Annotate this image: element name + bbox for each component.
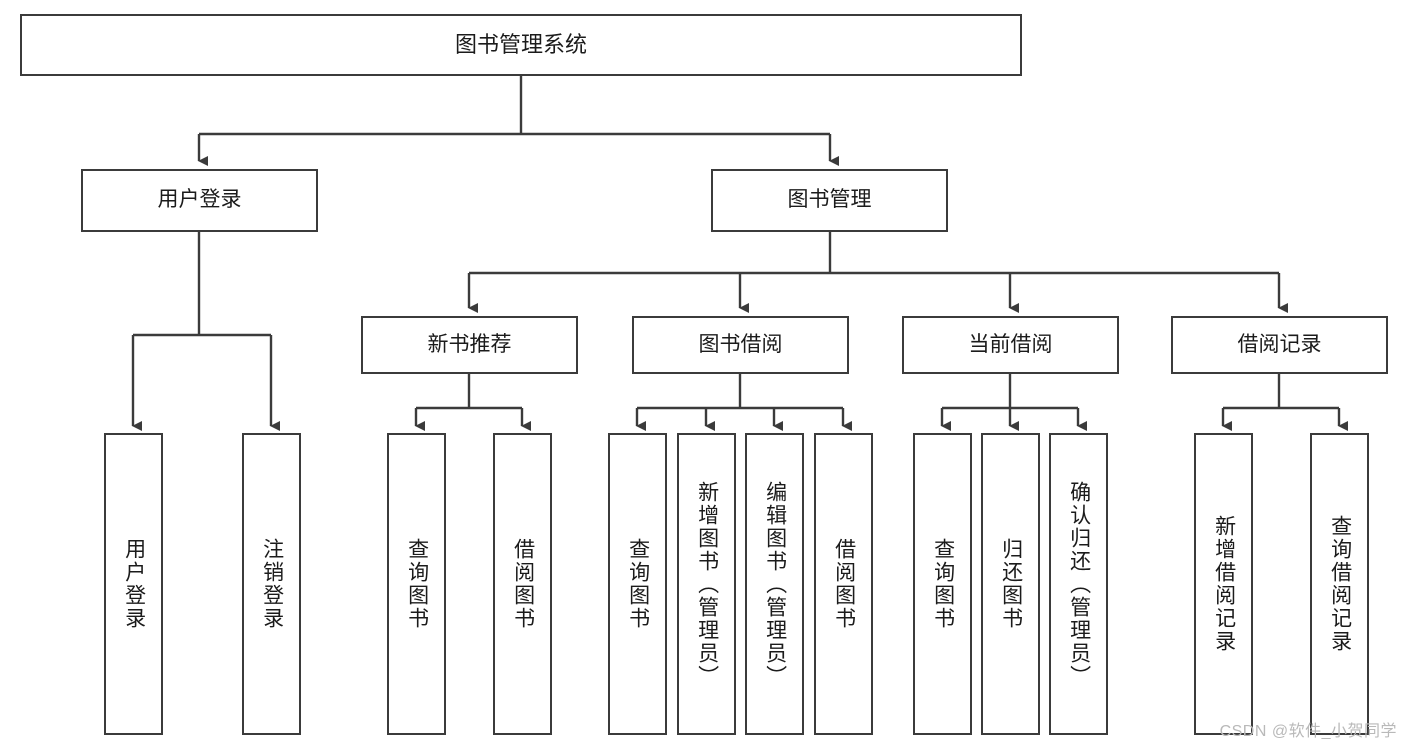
node-leaf-add-book[interactable]: 新增图书（管理员）: [677, 433, 736, 735]
node-leaf-add-record-label: 新增借阅记录: [1212, 515, 1236, 653]
node-leaf-add-record[interactable]: 新增借阅记录: [1194, 433, 1253, 735]
node-borrow-record-label: 借阅记录: [1237, 332, 1322, 356]
node-leaf-query-book-2[interactable]: 查询图书: [608, 433, 667, 735]
node-book-manage-label: 图书管理: [787, 188, 872, 212]
node-leaf-edit-book-label: 编辑图书（管理员）: [763, 480, 787, 688]
node-user-login[interactable]: 用户登录: [81, 169, 318, 232]
node-leaf-borrow-book-1[interactable]: 借阅图书: [493, 433, 552, 735]
node-leaf-user-login-label: 用户登录: [122, 538, 146, 630]
node-leaf-borrow-book-2-label: 借阅图书: [832, 538, 856, 630]
node-root[interactable]: 图书管理系统: [20, 14, 1022, 76]
node-borrow-record[interactable]: 借阅记录: [1171, 316, 1388, 374]
node-leaf-query-book-3-label: 查询图书: [931, 538, 955, 630]
node-leaf-return-book-label: 归还图书: [999, 538, 1023, 630]
node-leaf-return-book[interactable]: 归还图书: [981, 433, 1040, 735]
node-leaf-confirm-return-label: 确认归还（管理员）: [1067, 480, 1091, 688]
node-leaf-query-book-2-label: 查询图书: [626, 538, 650, 630]
node-new-book-rec-label: 新书推荐: [427, 332, 512, 356]
csdn-watermark: CSDN @软件_小贺同学: [1219, 723, 1397, 740]
node-leaf-edit-book[interactable]: 编辑图书（管理员）: [745, 433, 804, 735]
node-leaf-query-book-1[interactable]: 查询图书: [387, 433, 446, 735]
node-new-book-rec[interactable]: 新书推荐: [361, 316, 578, 374]
node-book-borrow-label: 图书借阅: [698, 332, 783, 356]
node-leaf-confirm-return[interactable]: 确认归还（管理员）: [1049, 433, 1108, 735]
node-leaf-query-book-3[interactable]: 查询图书: [913, 433, 972, 735]
node-leaf-user-login[interactable]: 用户登录: [104, 433, 163, 735]
node-user-login-label: 用户登录: [157, 188, 242, 212]
node-leaf-query-book-1-label: 查询图书: [405, 538, 429, 630]
node-current-borrow[interactable]: 当前借阅: [902, 316, 1119, 374]
node-leaf-borrow-book-2[interactable]: 借阅图书: [814, 433, 873, 735]
node-book-manage[interactable]: 图书管理: [711, 169, 948, 232]
node-leaf-query-record[interactable]: 查询借阅记录: [1310, 433, 1369, 735]
node-leaf-logout[interactable]: 注销登录: [242, 433, 301, 735]
node-leaf-query-record-label: 查询借阅记录: [1328, 515, 1352, 653]
node-leaf-borrow-book-1-label: 借阅图书: [511, 538, 535, 630]
node-leaf-add-book-label: 新增图书（管理员）: [695, 480, 719, 688]
node-leaf-logout-label: 注销登录: [260, 538, 284, 630]
node-root-label: 图书管理系统: [454, 32, 587, 58]
node-current-borrow-label: 当前借阅: [968, 332, 1053, 356]
node-book-borrow[interactable]: 图书借阅: [632, 316, 849, 374]
